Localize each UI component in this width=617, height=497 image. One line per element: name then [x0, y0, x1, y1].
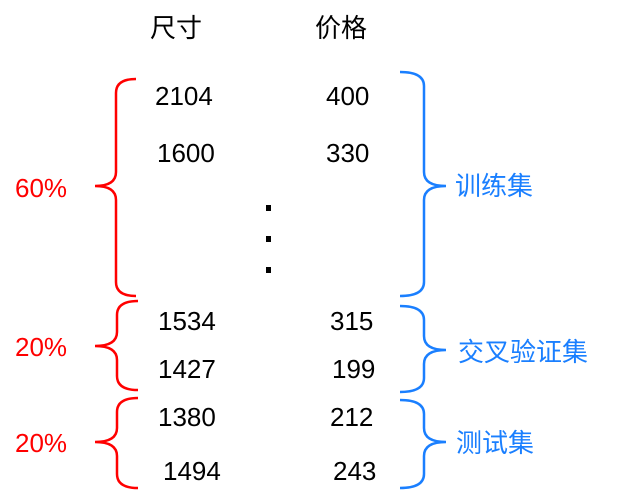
row-price: 243 [333, 456, 377, 486]
train-set-label: 训练集 [455, 171, 534, 201]
row-size: 1534 [158, 306, 216, 336]
cv-set-brace [399, 304, 447, 394]
header-price: 价格 [315, 13, 368, 43]
header-size: 尺寸 [150, 13, 203, 43]
row-size: 1380 [158, 402, 216, 432]
row-size: 1494 [163, 456, 221, 486]
ellipsis-dot [266, 267, 271, 273]
row-size: 1600 [157, 138, 215, 168]
row-price: 315 [330, 306, 374, 336]
row-price: 330 [326, 138, 370, 168]
test-brace [94, 396, 139, 490]
row-size: 2104 [155, 81, 213, 111]
row-price: 212 [330, 402, 374, 432]
cv-percent: 20% [15, 332, 68, 362]
test-set-label: 测试集 [456, 428, 535, 458]
cv-brace [94, 299, 139, 392]
ellipsis-dot [266, 236, 271, 242]
test-percent: 20% [15, 428, 68, 458]
row-size: 1427 [158, 354, 216, 384]
row-price: 199 [332, 354, 376, 384]
ellipsis-dot [266, 205, 271, 211]
train-percent: 60% [15, 173, 68, 203]
train-set-brace [399, 70, 447, 298]
row-price: 400 [326, 81, 370, 111]
train-brace [94, 77, 137, 298]
test-set-brace [399, 398, 447, 490]
cv-set-label: 交叉验证集 [458, 337, 589, 367]
